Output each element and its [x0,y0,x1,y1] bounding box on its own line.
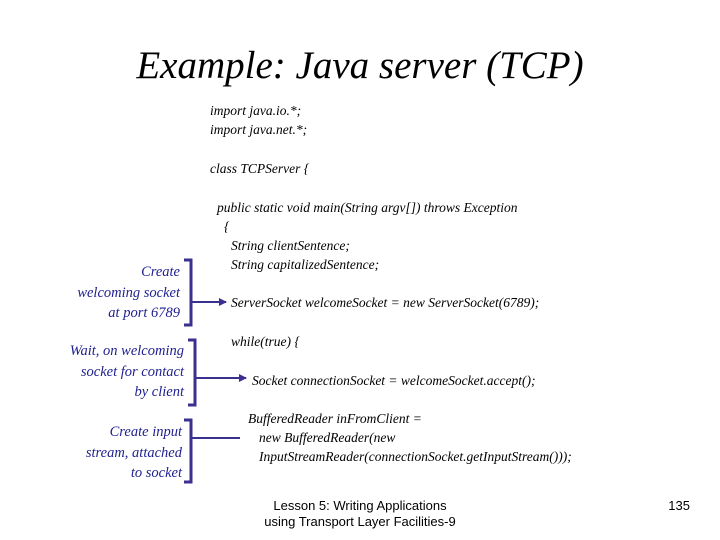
annotation-create-welcoming-socket: Create welcoming socket at port 6789 [40,262,180,324]
code-line: BufferedReader inFromClient = [248,411,422,426]
annotation-line: by client [134,384,184,400]
page-number: 135 [668,498,690,513]
slide-footer: Lesson 5: Writing Applications using Tra… [210,498,510,530]
annotation-line: Wait, on welcoming [69,343,184,359]
bracket-input [184,418,240,484]
annotation-line: socket for contact [80,363,184,380]
footer-line: Lesson 5: Writing Applications [273,498,447,513]
code-line: String capitalizedSentence; [231,257,380,272]
annotation-wait-for-client: Wait, on welcoming socket for contact by… [20,341,184,403]
code-line: while(true) { [231,334,300,349]
code-line: { [224,219,230,234]
annotation-line: Create [141,264,180,280]
code-line: public static void main(String argv[]) t… [217,200,518,215]
code-line: import java.net.*; [210,122,308,137]
annotation-line: to socket [130,465,182,481]
code-line: new BufferedReader(new [259,430,396,445]
annotation-create-input-stream: Create input stream, attached to socket [40,422,182,484]
slide-title: Example: Java server (TCP) [136,44,584,87]
bracket-shape [184,258,193,327]
code-line: String clientSentence; [231,238,350,253]
annotation-line: stream, attached [85,444,182,461]
code-line: ServerSocket welcomeSocket = new ServerS… [231,295,540,310]
bracket-welcoming [184,258,227,327]
code-line: import java.io.*; [210,103,302,118]
bracket-shape [188,338,197,407]
annotation-line: Create input [109,424,182,440]
annotation-line: at port 6789 [108,305,180,321]
code-line: InputStreamReader(connectionSocket.getIn… [259,449,572,464]
annotation-line: welcoming socket [77,284,180,301]
bracket-shape [184,418,193,484]
code-line: Socket connectionSocket = welcomeSocket.… [252,373,536,388]
footer-line: using Transport Layer Facilities-9 [264,514,456,529]
code-line: class TCPServer { [210,161,310,176]
